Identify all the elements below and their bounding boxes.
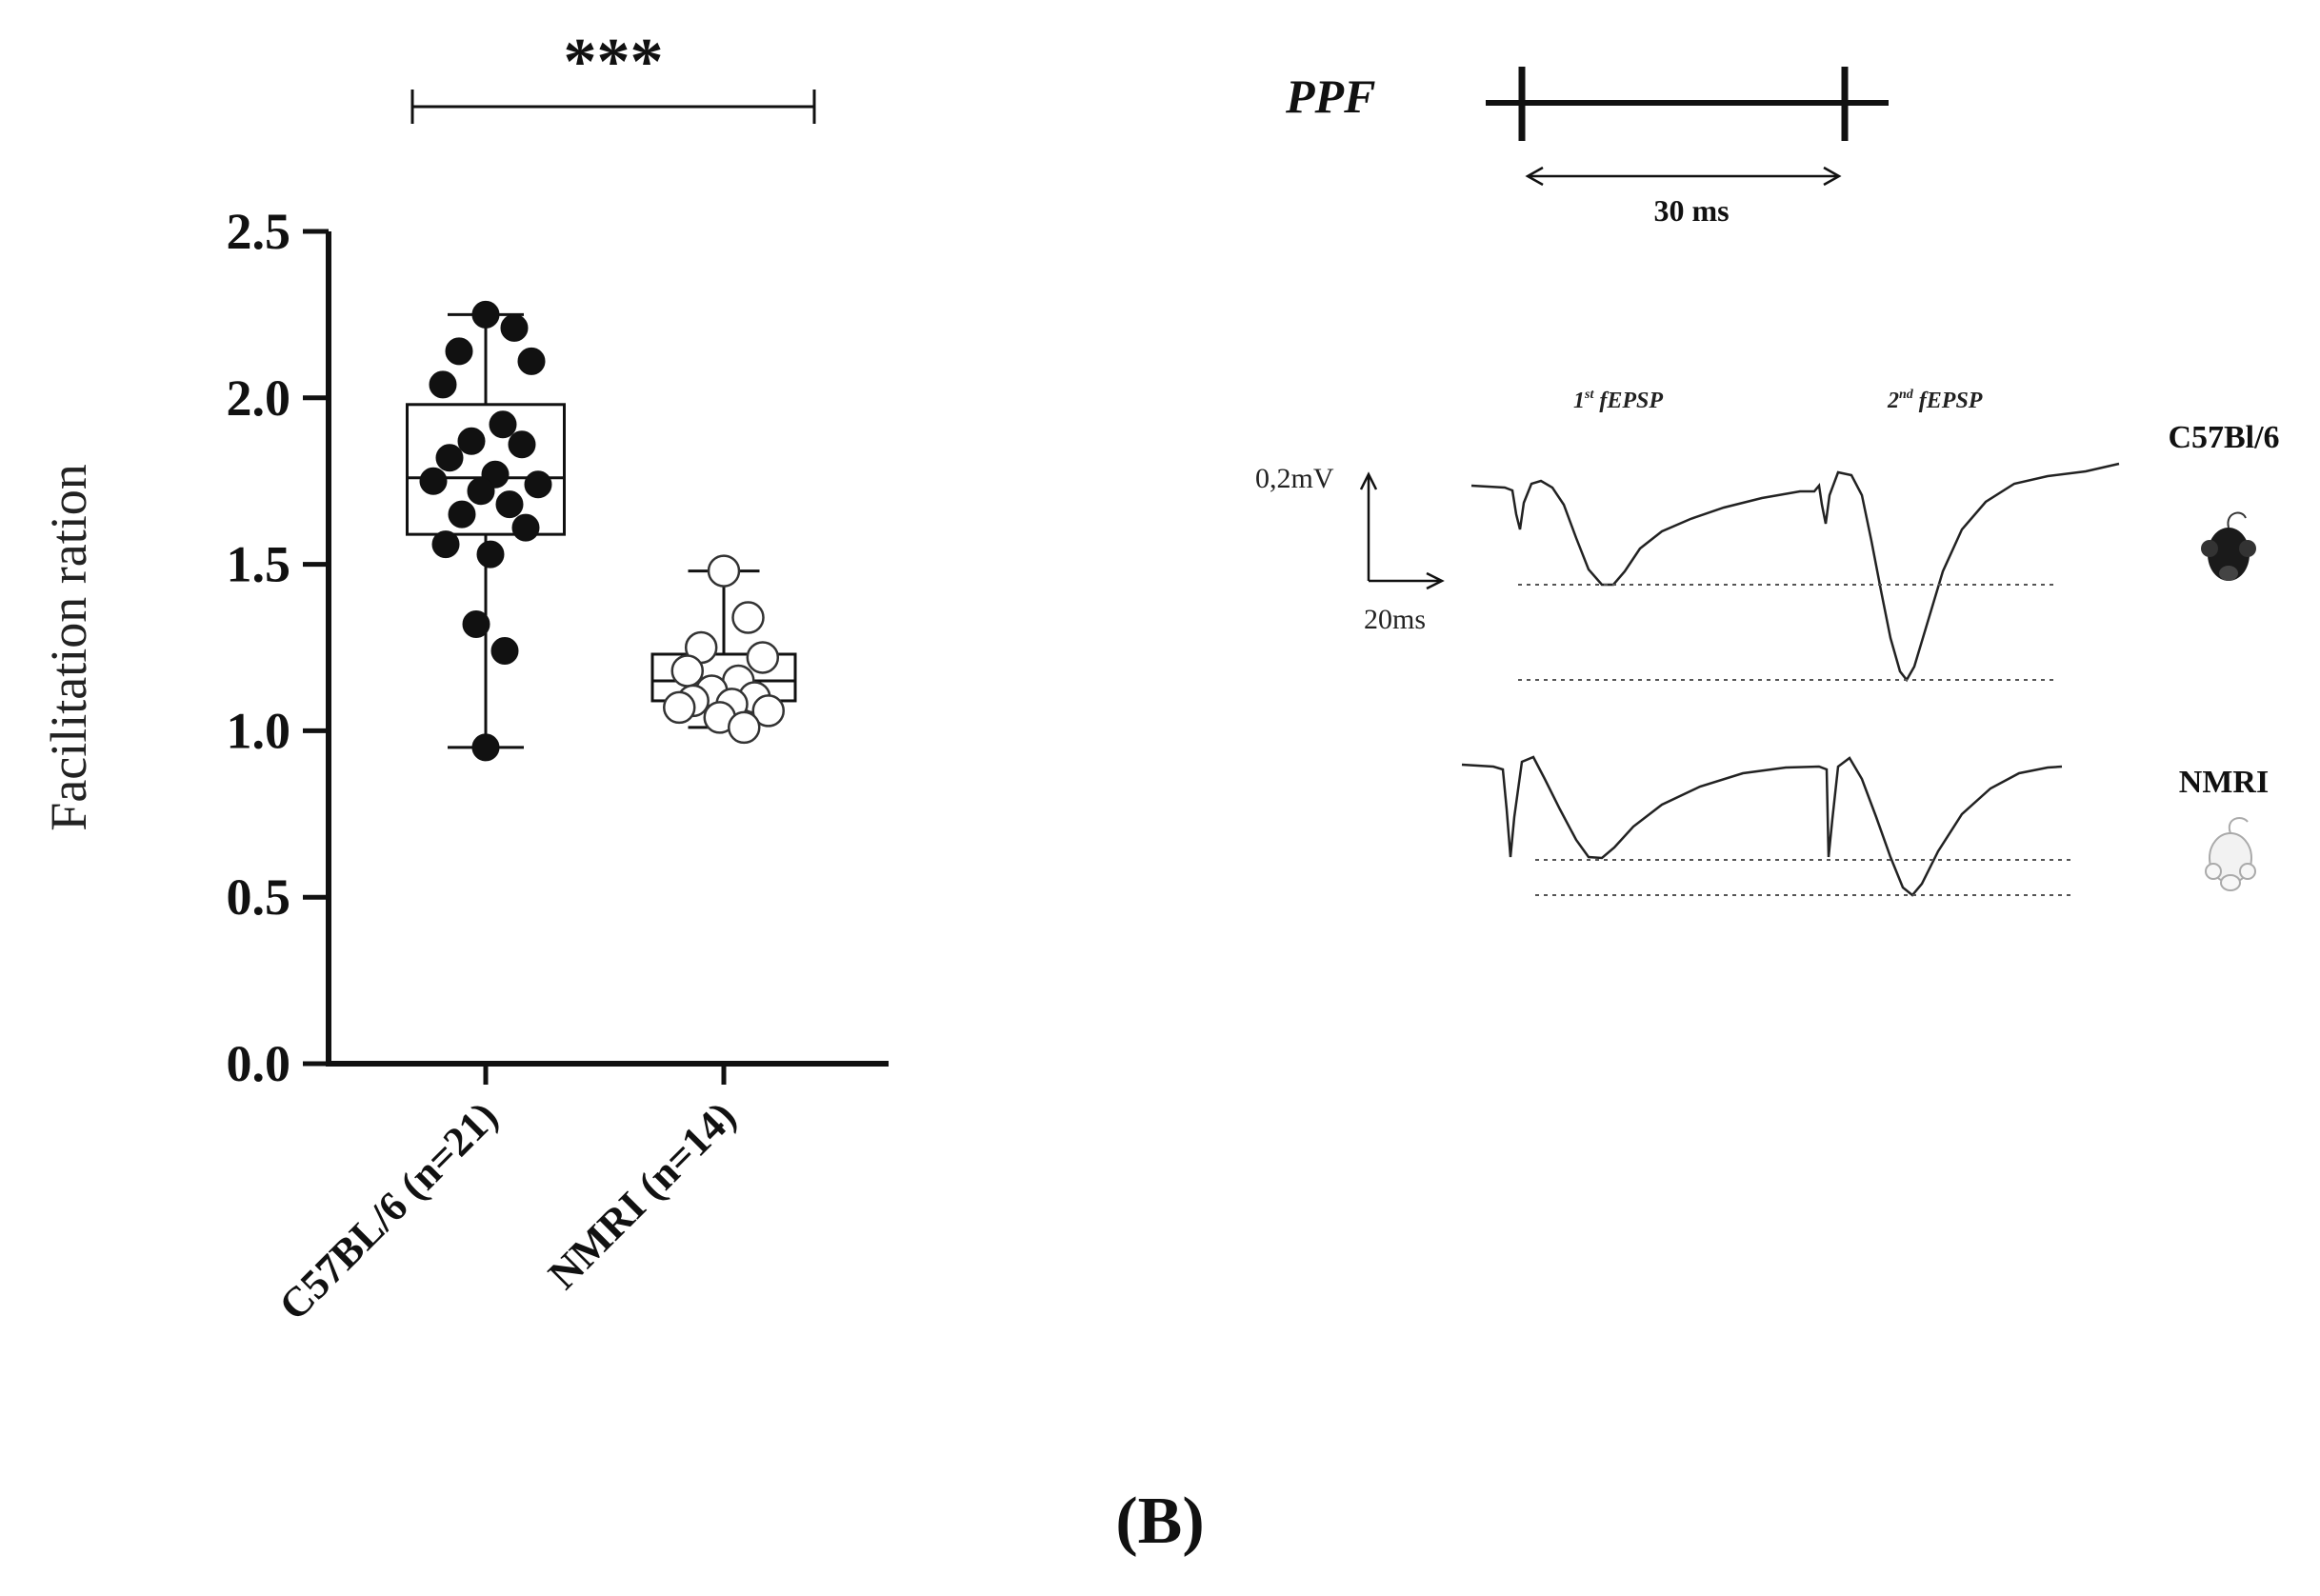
y-tick-label: 2.5 xyxy=(227,203,291,260)
data-point xyxy=(462,610,490,639)
ppf-protocol: PPF 30 ms xyxy=(1285,67,1889,228)
white-mouse-icon xyxy=(2205,817,2256,891)
data-point xyxy=(517,347,546,375)
data-point xyxy=(445,337,473,366)
trace-nmri xyxy=(1461,755,2063,897)
data-point xyxy=(731,601,765,634)
strain-label-nmri: NMRI xyxy=(2179,765,2269,800)
strain-label-c57: C57Bl/6 xyxy=(2168,420,2279,455)
ppf-label: PPF xyxy=(1285,70,1375,123)
panel-label: (B) xyxy=(1115,1485,1204,1558)
y-axis-label: Facilitation ration xyxy=(40,464,97,830)
data-point xyxy=(663,690,696,725)
y-tick-label: 1.5 xyxy=(227,536,291,593)
first-fepsp-label: 1st fEPSP xyxy=(1573,388,1663,413)
data-point xyxy=(476,540,505,569)
data-point xyxy=(448,500,476,529)
second-fepsp-label: 2nd fEPSP xyxy=(1887,388,1983,413)
data-point xyxy=(471,733,500,762)
data-point xyxy=(508,430,536,459)
data-point xyxy=(429,370,457,399)
data-point xyxy=(419,467,448,495)
data-point xyxy=(457,427,486,455)
scale-bar: 0,2mV 20ms xyxy=(1255,463,1445,635)
y-ticks: 0.0 0.5 1.0 1.5 2.0 2.5 xyxy=(227,203,329,1092)
data-point xyxy=(670,654,704,688)
scale-time: 20ms xyxy=(1364,604,1426,635)
data-point xyxy=(431,530,460,559)
y-tick-label: 2.0 xyxy=(227,369,291,427)
data-point xyxy=(707,554,741,588)
data-point xyxy=(435,444,464,472)
y-tick-label: 0.5 xyxy=(227,868,291,926)
y-tick-label: 0.0 xyxy=(227,1035,291,1092)
trace-c57 xyxy=(1470,462,2120,683)
significance-stars: *** xyxy=(564,26,664,99)
data-point xyxy=(728,710,761,745)
interval-arrow xyxy=(1525,166,1842,187)
scale-amplitude: 0,2mV xyxy=(1255,463,1334,494)
data-point xyxy=(500,313,529,342)
data-point xyxy=(746,641,780,674)
y-tick-label: 1.0 xyxy=(227,702,291,759)
interval-label: 30 ms xyxy=(1653,193,1729,228)
black-mouse-icon xyxy=(2201,511,2256,581)
data-point xyxy=(467,477,495,506)
category-label-c57: C57BL/6 (n=21) xyxy=(270,1092,507,1329)
category-label-nmri: NMRI (n=14) xyxy=(539,1092,745,1298)
data-point xyxy=(495,490,524,519)
fepsp-traces: 1st fEPSP 2nd fEPSP 0,2mV 20ms C57Bl/6 N… xyxy=(1255,388,2280,897)
data-point xyxy=(490,636,519,665)
significance-bracket: *** xyxy=(410,26,816,124)
data-point xyxy=(751,694,785,728)
data-point xyxy=(489,410,517,439)
data-point xyxy=(511,513,540,542)
points xyxy=(419,300,785,762)
box-iqr xyxy=(406,403,566,536)
facilitation-chart: *** 0.0 0.5 1.0 1.5 2.0 2.5 Facilitation rati… xyxy=(40,26,889,1329)
data-point xyxy=(524,470,552,499)
data-point xyxy=(471,300,500,329)
